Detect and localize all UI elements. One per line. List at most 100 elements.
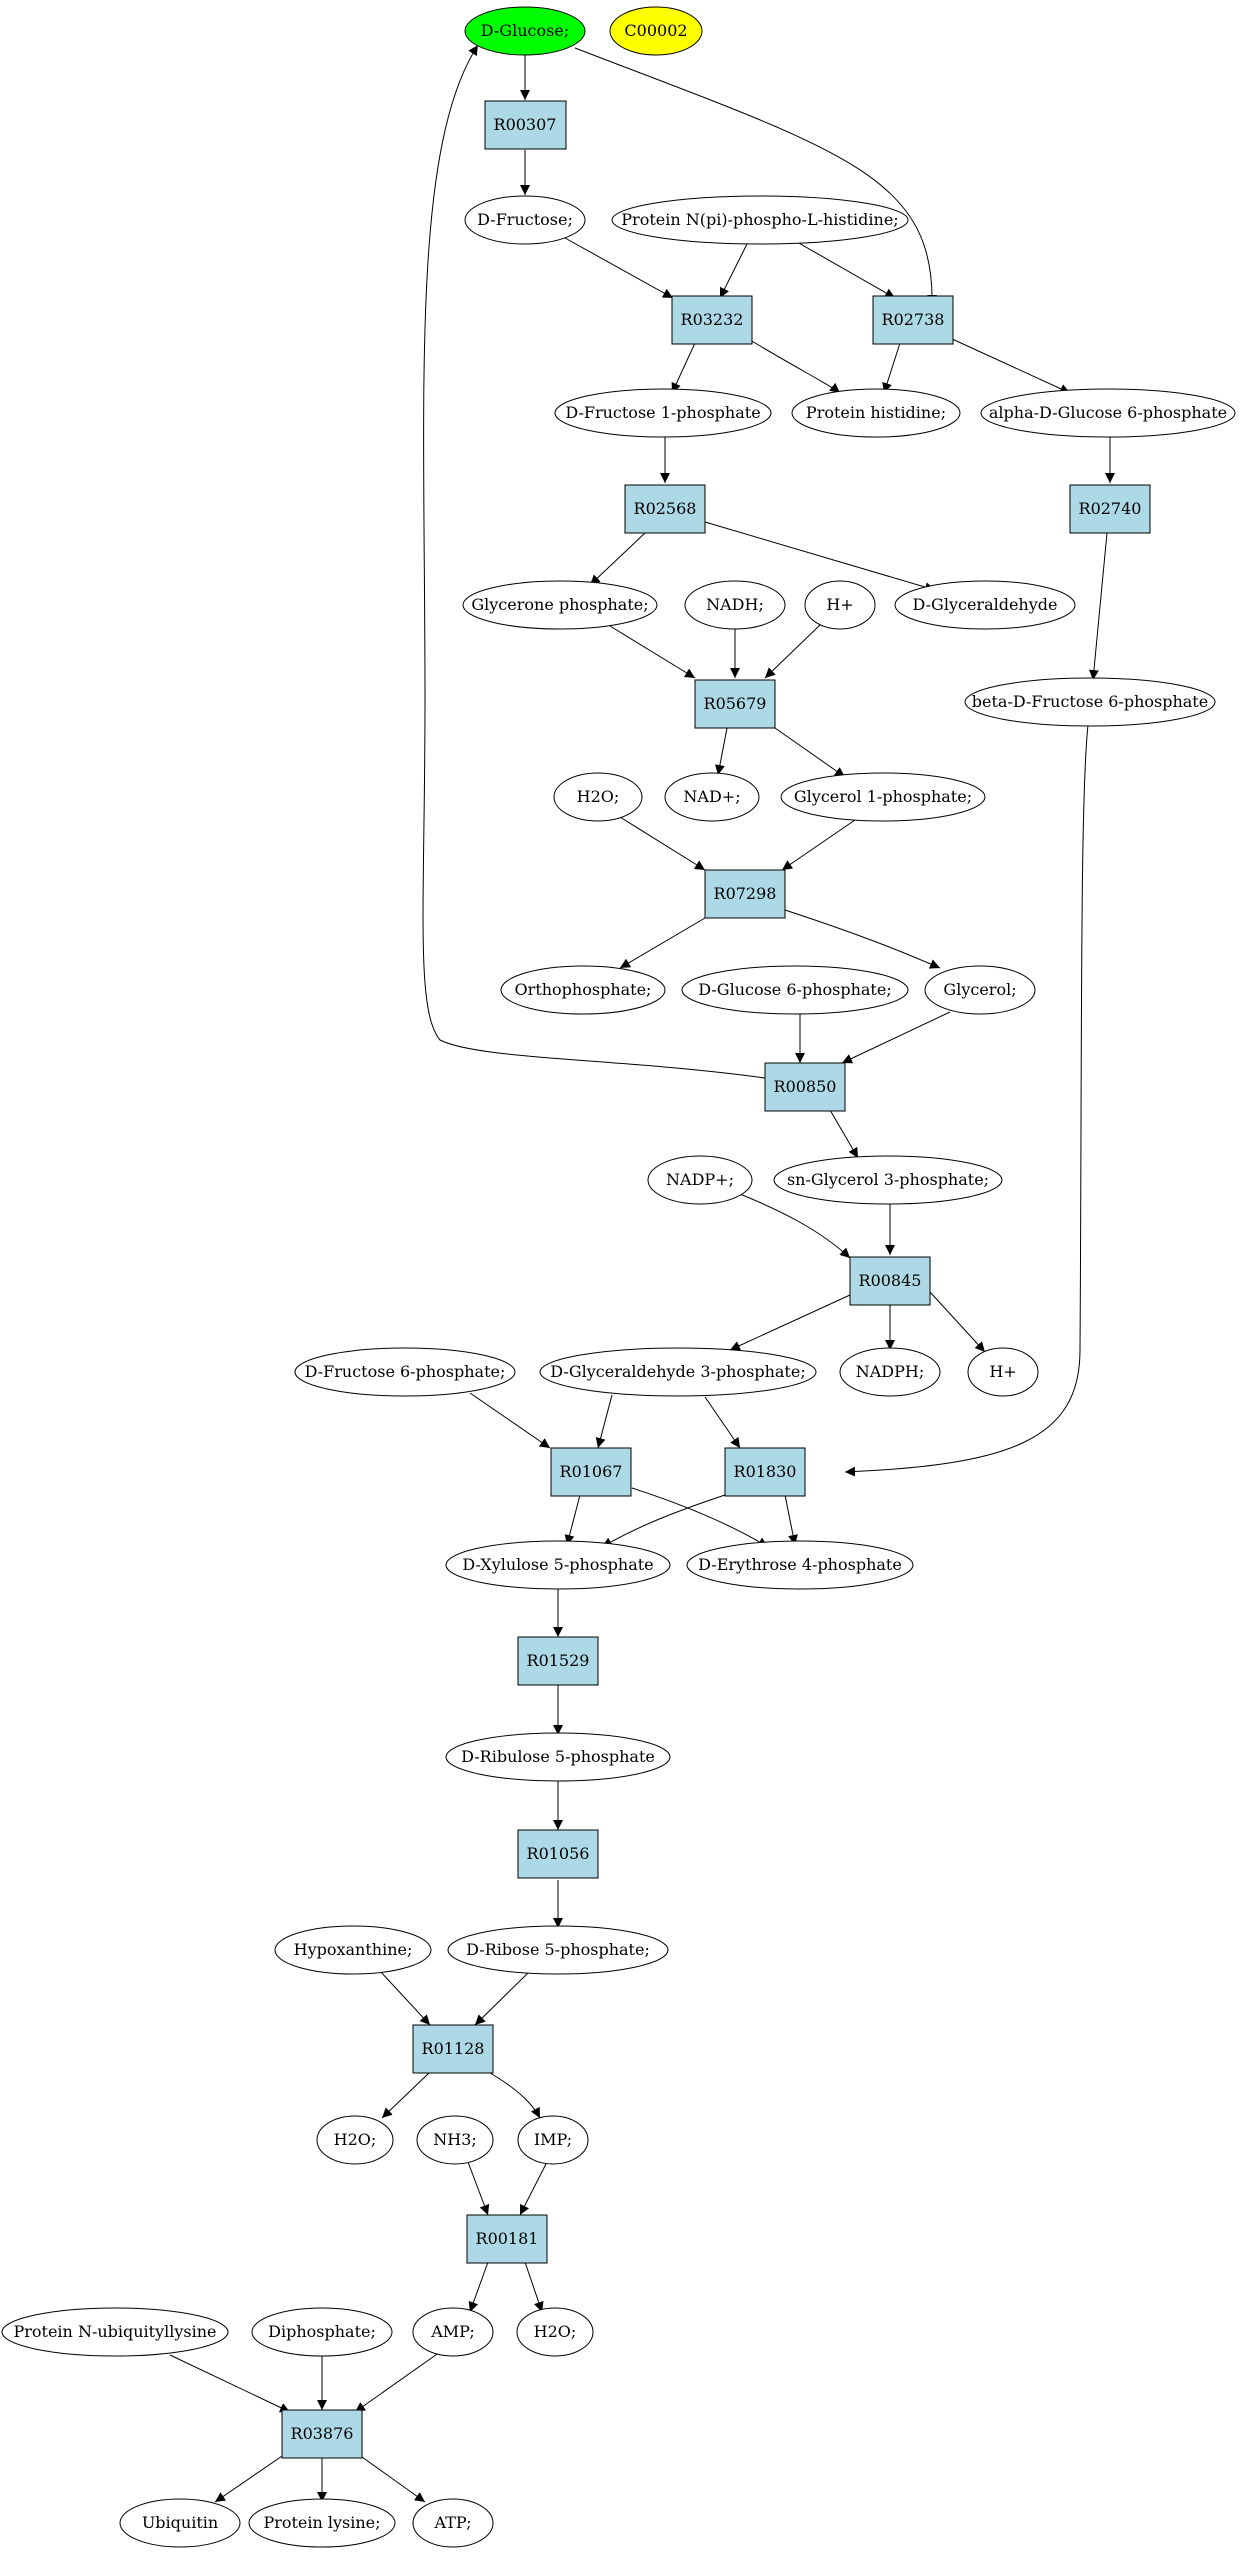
node-label: Hypoxanthine; bbox=[294, 1940, 413, 1959]
reaction-node-r03876[interactable]: R03876 bbox=[281, 2409, 363, 2459]
compound-node-erythrose-4-phosphate[interactable]: D-Erythrose 4-phosphate bbox=[686, 1540, 914, 1590]
compound-node-d-glucose[interactable]: D-Glucose; bbox=[464, 6, 586, 56]
compound-ellipse bbox=[924, 965, 1036, 1015]
edge-r01128-imp bbox=[484, 2069, 541, 2119]
compound-node-h2o-2[interactable]: H2O; bbox=[316, 2115, 394, 2165]
reaction-box bbox=[484, 100, 567, 150]
compound-node-nadp[interactable]: NADP+; bbox=[647, 1155, 753, 1205]
reaction-node-r03232[interactable]: R03232 bbox=[671, 295, 753, 345]
compound-node-d-fructose-6-phosphate[interactable]: D-Fructose 6-phosphate; bbox=[294, 1347, 516, 1397]
edge-r07298-glycerol bbox=[784, 909, 941, 969]
compound-node-ribulose-5-phosphate[interactable]: D-Ribulose 5-phosphate bbox=[445, 1732, 671, 1782]
compound-node-atp[interactable]: ATP; bbox=[412, 2498, 494, 2548]
edge-r03232-f1p bbox=[671, 342, 696, 394]
reaction-node-r02568[interactable]: R02568 bbox=[624, 484, 706, 534]
compound-node-beta-fructose-6-phosphate[interactable]: beta-D-Fructose 6-phosphate bbox=[964, 677, 1216, 727]
reaction-node-r02738[interactable]: R02738 bbox=[872, 295, 954, 345]
node-label: Orthophosphate; bbox=[515, 980, 652, 999]
reaction-node-r00845[interactable]: R00845 bbox=[849, 1256, 931, 1306]
compound-ellipse bbox=[684, 580, 786, 630]
compound-node-glycerol-1-phosphate[interactable]: Glycerol 1-phosphate; bbox=[780, 772, 986, 822]
node-label: R01056 bbox=[527, 1844, 590, 1863]
node-label: ATP; bbox=[434, 2513, 472, 2532]
edge-r01128-h2o bbox=[381, 2071, 431, 2119]
node-label: D-Glucose; bbox=[481, 21, 569, 40]
compound-node-imp[interactable]: IMP; bbox=[517, 2115, 589, 2165]
node-label: R02738 bbox=[882, 310, 945, 329]
reaction-node-r02740[interactable]: R02740 bbox=[1069, 484, 1151, 534]
edge-g3p-r01067 bbox=[595, 1394, 613, 1449]
compound-node-glycerol[interactable]: Glycerol; bbox=[924, 965, 1036, 1015]
compound-node-glyceraldehyde-3-phosphate[interactable]: D-Glyceraldehyde 3-phosphate; bbox=[539, 1347, 817, 1397]
edge-phospho-his-r02738 bbox=[789, 237, 896, 299]
compound-node-hplus[interactable]: H+ bbox=[804, 580, 876, 630]
reaction-node-r01529[interactable]: R01529 bbox=[517, 1636, 599, 1686]
compound-node-protein-n-ubiquityllysine[interactable]: Protein N-ubiquityllysine bbox=[1, 2307, 229, 2357]
compound-node-nh3[interactable]: NH3; bbox=[416, 2115, 494, 2165]
edge-r00850-sng3p bbox=[829, 1109, 859, 1159]
node-label: NAD+; bbox=[683, 787, 740, 806]
compound-node-c00002[interactable]: C00002 bbox=[609, 6, 703, 56]
compound-node-diphosphate[interactable]: Diphosphate; bbox=[251, 2307, 393, 2357]
compound-node-protein-histidine[interactable]: Protein histidine; bbox=[791, 388, 961, 438]
edge-glycerol-r00850 bbox=[841, 1011, 951, 1064]
compound-node-alpha-glucose-6-phosphate[interactable]: alpha-D-Glucose 6-phosphate bbox=[980, 388, 1236, 438]
reaction-node-r00181[interactable]: R00181 bbox=[466, 2214, 548, 2264]
compound-node-ribose-5-phosphate[interactable]: D-Ribose 5-phosphate; bbox=[447, 1925, 669, 1975]
compound-node-d-glucose-6-phosphate[interactable]: D-Glucose 6-phosphate; bbox=[681, 965, 909, 1015]
reaction-node-r05679[interactable]: R05679 bbox=[694, 679, 776, 729]
reaction-node-r00307[interactable]: R00307 bbox=[484, 100, 567, 150]
compound-ellipse bbox=[516, 2307, 594, 2357]
edge-r00181-amp bbox=[468, 2261, 489, 2313]
compound-ellipse bbox=[500, 965, 666, 1015]
edge-r00845-hplus bbox=[929, 1291, 986, 1353]
reaction-box bbox=[624, 484, 706, 534]
compound-node-phospho-histidine[interactable]: Protein N(pi)-phospho-L-histidine; bbox=[611, 195, 909, 245]
compound-node-d-fructose[interactable]: D-Fructose; bbox=[464, 195, 586, 245]
edge-fructose-r03232 bbox=[564, 237, 674, 299]
compound-ellipse bbox=[553, 772, 643, 822]
compound-node-sn-glycerol-3-phosphate[interactable]: sn-Glycerol 3-phosphate; bbox=[773, 1155, 1003, 1205]
compound-node-hypoxanthine[interactable]: Hypoxanthine; bbox=[274, 1925, 432, 1975]
start-node-ellipse bbox=[464, 6, 586, 56]
edge-gp-r05679 bbox=[609, 625, 696, 679]
compound-node-hplus-2[interactable]: H+ bbox=[967, 1347, 1039, 1397]
reaction-node-r01067[interactable]: R01067 bbox=[550, 1447, 632, 1497]
compound-node-d-glyceraldehyde[interactable]: D-Glyceraldehyde bbox=[894, 580, 1076, 630]
compound-ellipse bbox=[1, 2307, 229, 2357]
compound-node-amp[interactable]: AMP; bbox=[412, 2307, 494, 2357]
reaction-node-r00850[interactable]: R00850 bbox=[764, 1062, 846, 1112]
node-label: D-Glyceraldehyde 3-phosphate; bbox=[550, 1362, 805, 1381]
compound-node-nad[interactable]: NAD+; bbox=[664, 772, 760, 822]
compound-ellipse bbox=[412, 2498, 494, 2548]
edge-r07298-ortho bbox=[619, 917, 706, 969]
compound-node-glycerone-phosphate[interactable]: Glycerone phosphate; bbox=[462, 580, 658, 630]
compound-node-protein-lysine[interactable]: Protein lysine; bbox=[248, 2498, 396, 2548]
reaction-node-r01056[interactable]: R01056 bbox=[517, 1829, 599, 1879]
reaction-node-r01830[interactable]: R01830 bbox=[724, 1447, 806, 1497]
compound-node-h2o[interactable]: H2O; bbox=[553, 772, 643, 822]
compound-node-xylulose-5-phosphate[interactable]: D-Xylulose 5-phosphate bbox=[445, 1540, 671, 1590]
edge-df6p-r01067 bbox=[469, 1392, 551, 1449]
compound-ellipse bbox=[248, 2498, 396, 2548]
compound-node-h2o-3[interactable]: H2O; bbox=[516, 2307, 594, 2357]
reaction-box bbox=[281, 2409, 363, 2459]
compound-node-orthophosphate[interactable]: Orthophosphate; bbox=[500, 965, 666, 1015]
compound-ellipse bbox=[611, 195, 909, 245]
compound-node-nadh[interactable]: NADH; bbox=[684, 580, 786, 630]
compound-node-ubiquitin[interactable]: Ubiquitin bbox=[119, 2498, 241, 2548]
edge-nadp-r00845 bbox=[734, 1191, 851, 1259]
node-label: Glycerone phosphate; bbox=[471, 595, 648, 614]
edge-r05679-nad bbox=[714, 727, 728, 776]
compound-node-fructose-1-phosphate[interactable]: D-Fructose 1-phosphate bbox=[554, 388, 772, 438]
compound-node-nadph[interactable]: NADPH; bbox=[839, 1347, 941, 1397]
node-label: H+ bbox=[989, 1362, 1016, 1381]
node-label: D-Fructose 1-phosphate bbox=[565, 403, 760, 422]
edge-r03876-ubq bbox=[214, 2451, 289, 2503]
reaction-node-r01128[interactable]: R01128 bbox=[412, 2024, 494, 2074]
reaction-node-r07298[interactable]: R07298 bbox=[704, 869, 786, 919]
node-label: Glycerol; bbox=[943, 980, 1016, 999]
compound-ellipse bbox=[464, 195, 586, 245]
compound-ellipse bbox=[964, 677, 1216, 727]
